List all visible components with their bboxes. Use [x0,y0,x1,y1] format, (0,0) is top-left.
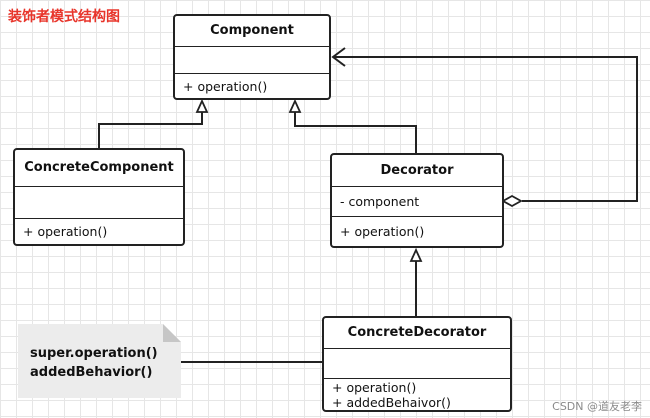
note-line-1: super.operation() [30,346,158,361]
aggregation-arrowhead [331,47,346,67]
class-fields [15,187,183,219]
class-concrete-decorator: ConcreteDecorator + operation() + addedB… [322,316,512,412]
class-component: Component + operation() [173,14,331,100]
class-decorator: Decorator - component + operation() [330,153,504,248]
inherit-arrow-concrete-component [195,98,209,113]
inherit-arrow-concrete-decorator [409,247,423,262]
aggregation-line [333,56,638,202]
class-fields [175,47,329,74]
watermark: CSDN @道友老李 [552,400,642,413]
class-name: Component [175,16,329,47]
class-methods: + operation() [183,79,268,94]
method-added-behavior: + addedBehaivor() [332,395,451,410]
class-concrete-component: ConcreteComponent + operation() [13,148,185,246]
class-methods: + operation() [23,224,108,239]
note-text: super.operation() addedBehavior() [30,344,158,382]
note-shape [18,324,181,398]
class-fields: - component [332,187,502,217]
class-name: ConcreteComponent [15,150,183,187]
method-operation: + operation() [332,380,417,395]
note-fold [163,324,181,342]
class-name: ConcreteDecorator [324,318,510,349]
aggregation-diamond [501,194,523,208]
class-name: Decorator [332,155,502,187]
diagram-title: 装饰者模式结构图 [8,9,120,25]
class-methods: + operation() [340,224,425,239]
inherit-arrow-decorator [288,98,302,113]
class-methods: + operation() + addedBehaivor() [324,379,510,411]
class-fields [324,349,510,379]
inherit-line-concrete-component [98,112,203,148]
inherit-line-decorator [294,112,417,153]
note-line-2: addedBehavior() [30,365,153,380]
